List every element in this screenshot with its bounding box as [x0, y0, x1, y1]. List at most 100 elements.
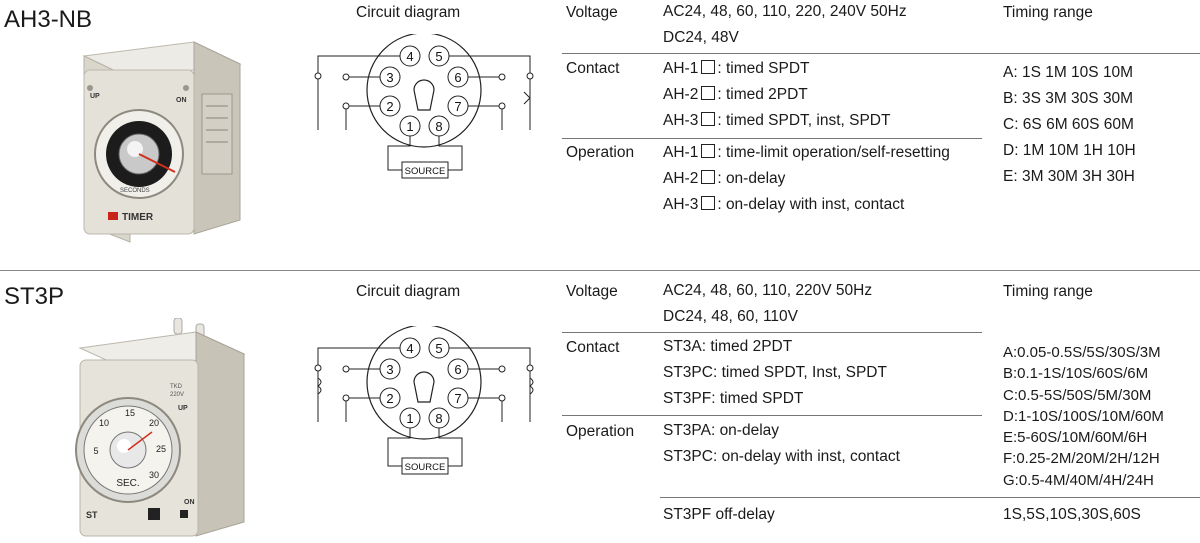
operation-label: Operation	[566, 144, 635, 161]
checkbox-icon	[701, 112, 716, 126]
contact-line: ST3PF: timed SPDT	[663, 390, 804, 407]
brand-logo-icon	[108, 212, 118, 220]
voltage-label: Voltage	[566, 283, 618, 300]
pin-6: 6	[454, 70, 461, 85]
up-label: UP	[178, 405, 188, 412]
timing-line: D: 1M 10M 1H 10H	[1003, 142, 1136, 159]
dial-number: 15	[125, 408, 135, 418]
voltage-line: DC24, 48, 60, 110V	[663, 308, 798, 325]
on-label: ON	[176, 97, 187, 104]
timing-line: E:5-60S/10M/60M/6H	[1003, 429, 1148, 447]
contact-values: ST3A: timed 2PDT ST3PC: timed SPDT, Inst…	[663, 334, 887, 412]
voltage-label: Voltage	[566, 4, 618, 21]
checkbox-icon	[701, 144, 716, 158]
voltage-values: AC24, 48, 60, 110, 220, 240V 50Hz DC24, …	[663, 0, 907, 51]
timing-line: C: 6S 6M 60S 60M	[1003, 116, 1134, 133]
st3p-circuit-diagram: 4 5 3 6 2 7 1 8 SOURCE	[314, 326, 534, 475]
st3p-device-image: TKD 220V UP 5 10 15 20 25 30 SEC. ST ON	[75, 318, 246, 537]
pin-7: 7	[454, 99, 461, 114]
contact-line: AH-1: timed SPDT	[663, 60, 810, 77]
voltage-line: AC24, 48, 60, 110, 220V 50Hz	[663, 282, 873, 299]
pin-2: 2	[386, 99, 393, 114]
timing-line: A: 1S 1M 10S 10M	[1003, 64, 1134, 81]
model-name: AH3-NB	[4, 6, 93, 33]
contact-line: AH-3: timed SPDT, inst, SPDT	[663, 112, 891, 129]
pin-5: 5	[435, 341, 442, 356]
contact-line: AH-2: timed 2PDT	[663, 86, 808, 103]
divider	[562, 415, 982, 416]
checkbox-icon	[701, 170, 716, 184]
pin-7: 7	[454, 391, 461, 406]
pin-3: 3	[386, 70, 393, 85]
off-delay-line: ST3PF off-delay	[663, 506, 775, 523]
timing-range-values: A:0.05-0.5S/5S/30S/3M B:0.1-1S/10S/60S/6…	[1003, 342, 1164, 491]
operation-line: AH-1: time-limit operation/self-resettin…	[663, 144, 950, 161]
timing-extra: 1S,5S,10S,30S,60S	[1003, 506, 1141, 523]
contact-label: Contact	[566, 60, 620, 77]
contact-label: Contact	[566, 339, 620, 356]
divider	[562, 332, 982, 333]
dial-label: SEC.	[116, 478, 139, 489]
source-label: SOURCE	[405, 462, 446, 473]
ah3-nb-circuit-diagram: 4 5 3 6 2 7 1 8 SOURCE	[314, 34, 534, 179]
operation-line: AH-3: on-delay with inst, contact	[663, 196, 905, 213]
up-label: UP	[90, 93, 100, 100]
pin-2: 2	[386, 391, 393, 406]
timing-line: A:0.05-0.5S/5S/30S/3M	[1003, 344, 1161, 361]
model-mark: ST	[86, 510, 98, 520]
operation-line: AH-2: on-delay	[663, 170, 786, 187]
ah3-nb-device-image: UP ON SECONDS TIMER	[82, 41, 242, 243]
section-divider	[0, 270, 1200, 271]
dial-number: 20	[149, 418, 159, 428]
checkbox-icon	[701, 196, 716, 210]
voltage-line: AC24, 48, 60, 110, 220, 240V 50Hz	[663, 3, 907, 20]
pin-3: 3	[386, 362, 393, 377]
timing-range-values: A: 1S 1M 10S 10M B: 3S 3M 30S 30M C: 6S …	[1003, 60, 1136, 190]
timing-line: D:1-10S/100S/10M/60M	[1003, 407, 1164, 425]
operation-line: ST3PA: on-delay	[663, 422, 780, 439]
contact-line: ST3PC: timed SPDT, Inst, SPDT	[663, 364, 887, 381]
checkbox-icon	[701, 86, 716, 100]
brand-label: TIMER	[122, 212, 154, 223]
timing-range-label: Timing range	[1003, 283, 1093, 300]
svg-text:TKD: TKD	[170, 384, 183, 390]
pin-1: 1	[406, 119, 413, 134]
timing-line: F:0.25-2M/20M/2H/12H	[1003, 450, 1160, 468]
operation-values: ST3PA: on-delay ST3PC: on-delay with ins…	[663, 418, 900, 470]
circuit-diagram-title: Circuit diagram	[356, 4, 461, 21]
checkbox-icon	[701, 60, 716, 74]
dial-number: 30	[149, 470, 159, 480]
contact-values: AH-1: timed SPDT AH-2: timed 2PDT AH-3: …	[663, 56, 890, 134]
timing-line: C:0.5-5S/50S/5M/30M	[1003, 386, 1152, 404]
dial-number: 10	[99, 418, 109, 428]
timing-line: B: 3S 3M 30S 30M	[1003, 90, 1134, 107]
operation-label: Operation	[566, 423, 635, 440]
operation-values: AH-1: time-limit operation/self-resettin…	[663, 140, 950, 218]
contact-line: ST3A: timed 2PDT	[663, 338, 793, 355]
svg-text:220V: 220V	[170, 392, 184, 398]
pin-4: 4	[406, 49, 413, 64]
timing-line: E: 3M 30M 3H 30H	[1003, 168, 1135, 185]
divider	[562, 53, 1200, 54]
voltage-values: AC24, 48, 60, 110, 220V 50Hz DC24, 48, 6…	[663, 278, 872, 330]
dial-label: SECONDS	[120, 188, 150, 194]
on-label: ON	[184, 499, 195, 506]
pin-5: 5	[435, 49, 442, 64]
timing-range-label: Timing range	[1003, 4, 1093, 21]
divider	[562, 138, 982, 139]
dial-number: 25	[156, 444, 166, 454]
pin-4: 4	[406, 341, 413, 356]
dial-number: 5	[93, 446, 98, 456]
model-name: ST3P	[4, 283, 65, 310]
source-label: SOURCE	[405, 166, 446, 177]
pin-8: 8	[435, 119, 442, 134]
timing-line: G:0.5-4M/40M/4H/24H	[1003, 471, 1154, 489]
circuit-diagram-title: Circuit diagram	[356, 283, 461, 300]
pin-1: 1	[406, 411, 413, 426]
pin-6: 6	[454, 362, 461, 377]
voltage-line: DC24, 48V	[663, 29, 739, 46]
pin-8: 8	[435, 411, 442, 426]
operation-line: ST3PC: on-delay with inst, contact	[663, 448, 900, 465]
timing-line: B:0.1-1S/10S/60S/6M	[1003, 365, 1149, 383]
divider	[660, 497, 1200, 498]
